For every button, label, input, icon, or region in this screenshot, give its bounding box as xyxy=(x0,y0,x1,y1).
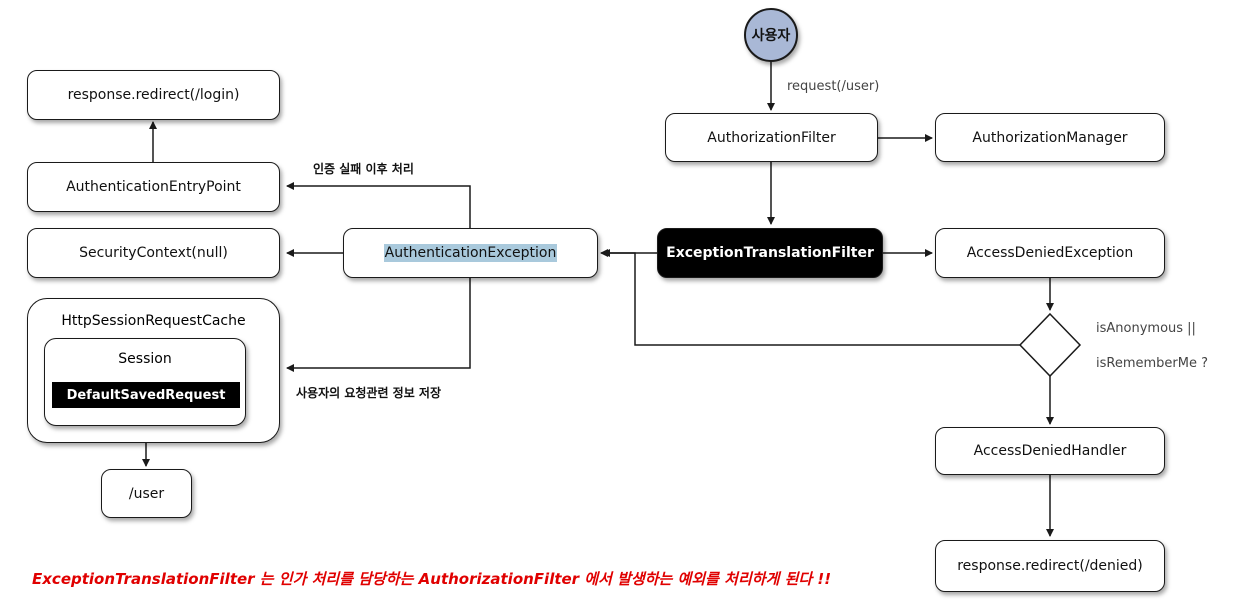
decision-label-line2: isRememberMe ? xyxy=(1096,356,1208,371)
session-label: Session xyxy=(118,351,172,367)
user-path-box: /user xyxy=(101,469,192,518)
authorization-manager-label: AuthorizationManager xyxy=(972,129,1128,146)
authentication-entry-point-label: AuthenticationEntryPoint xyxy=(66,179,241,195)
user-actor: 사용자 xyxy=(744,8,798,62)
authentication-exception-box: AuthenticationException xyxy=(343,228,598,278)
http-session-request-cache-label: HttpSessionRequestCache xyxy=(61,313,246,329)
security-context-box: SecurityContext(null) xyxy=(27,228,280,278)
redirect-denied-box: response.redirect(/denied) xyxy=(935,540,1165,592)
security-context-label: SecurityContext(null) xyxy=(79,245,228,261)
authorization-manager-box: AuthorizationManager xyxy=(935,113,1165,162)
redirect-denied-label: response.redirect(/denied) xyxy=(957,558,1143,574)
request-label: request(/user) xyxy=(787,79,880,94)
exception-translation-filter-label: ExceptionTranslationFilter xyxy=(666,245,874,261)
default-saved-request-box: DefaultSavedRequest xyxy=(52,382,240,408)
default-saved-request-label: DefaultSavedRequest xyxy=(66,387,226,403)
access-denied-exception-box: AccessDeniedException xyxy=(935,228,1165,278)
exception-translation-filter-box: ExceptionTranslationFilter xyxy=(657,228,883,278)
authorization-filter-box: AuthorizationFilter xyxy=(665,113,878,162)
arrow-decision-to-authex xyxy=(602,249,1020,346)
access-denied-handler-label: AccessDeniedHandler xyxy=(973,443,1127,459)
arrow-authex-to-entrypoint xyxy=(286,182,471,228)
footer-note: ExceptionTranslationFilter 는 인가 처리를 담당하는… xyxy=(32,570,832,588)
authorization-filter-label: AuthorizationFilter xyxy=(707,129,836,146)
redirect-login-label: response.redirect(/login) xyxy=(67,87,240,103)
user-path-label: /user xyxy=(128,485,165,502)
decision-label-line1: isAnonymous || xyxy=(1096,321,1196,336)
redirect-login-box: response.redirect(/login) xyxy=(27,70,280,120)
decision-diamond xyxy=(1018,312,1082,378)
authentication-entry-point-box: AuthenticationEntryPoint xyxy=(27,162,280,212)
authentication-exception-label: AuthenticationException xyxy=(383,244,558,262)
arrow-authex-to-requestcache xyxy=(286,278,471,372)
auth-failure-label: 인증 실패 이후 처리 xyxy=(313,162,414,176)
save-request-info-label: 사용자의 요청관련 정보 저장 xyxy=(296,386,442,400)
access-denied-exception-label: AccessDeniedException xyxy=(966,245,1134,261)
access-denied-handler-box: AccessDeniedHandler xyxy=(935,427,1165,475)
user-actor-label: 사용자 xyxy=(751,28,791,44)
